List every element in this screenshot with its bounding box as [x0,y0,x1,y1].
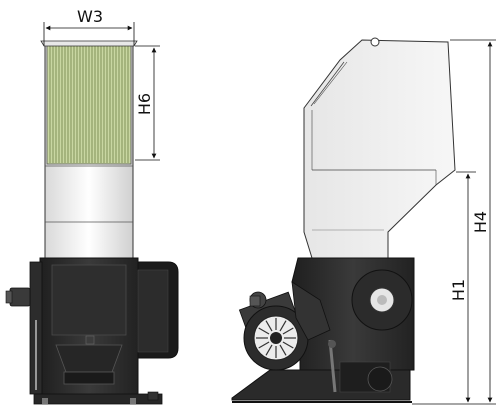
h1-dimension: H1 [449,171,476,403]
side-view [231,37,456,403]
w3-label: W3 [77,7,103,26]
h1-label: H1 [449,279,468,301]
front-view [5,40,179,405]
hopper-grille [46,44,132,165]
w3-dimension: W3 [43,7,135,46]
side-hopper [303,39,456,259]
motor [238,291,309,371]
h6-dimension: H6 [135,45,160,161]
h6-label: H6 [135,93,154,115]
h4-label: H4 [471,211,490,233]
h4-dimension: H4 [412,39,496,405]
front-base [33,393,163,405]
